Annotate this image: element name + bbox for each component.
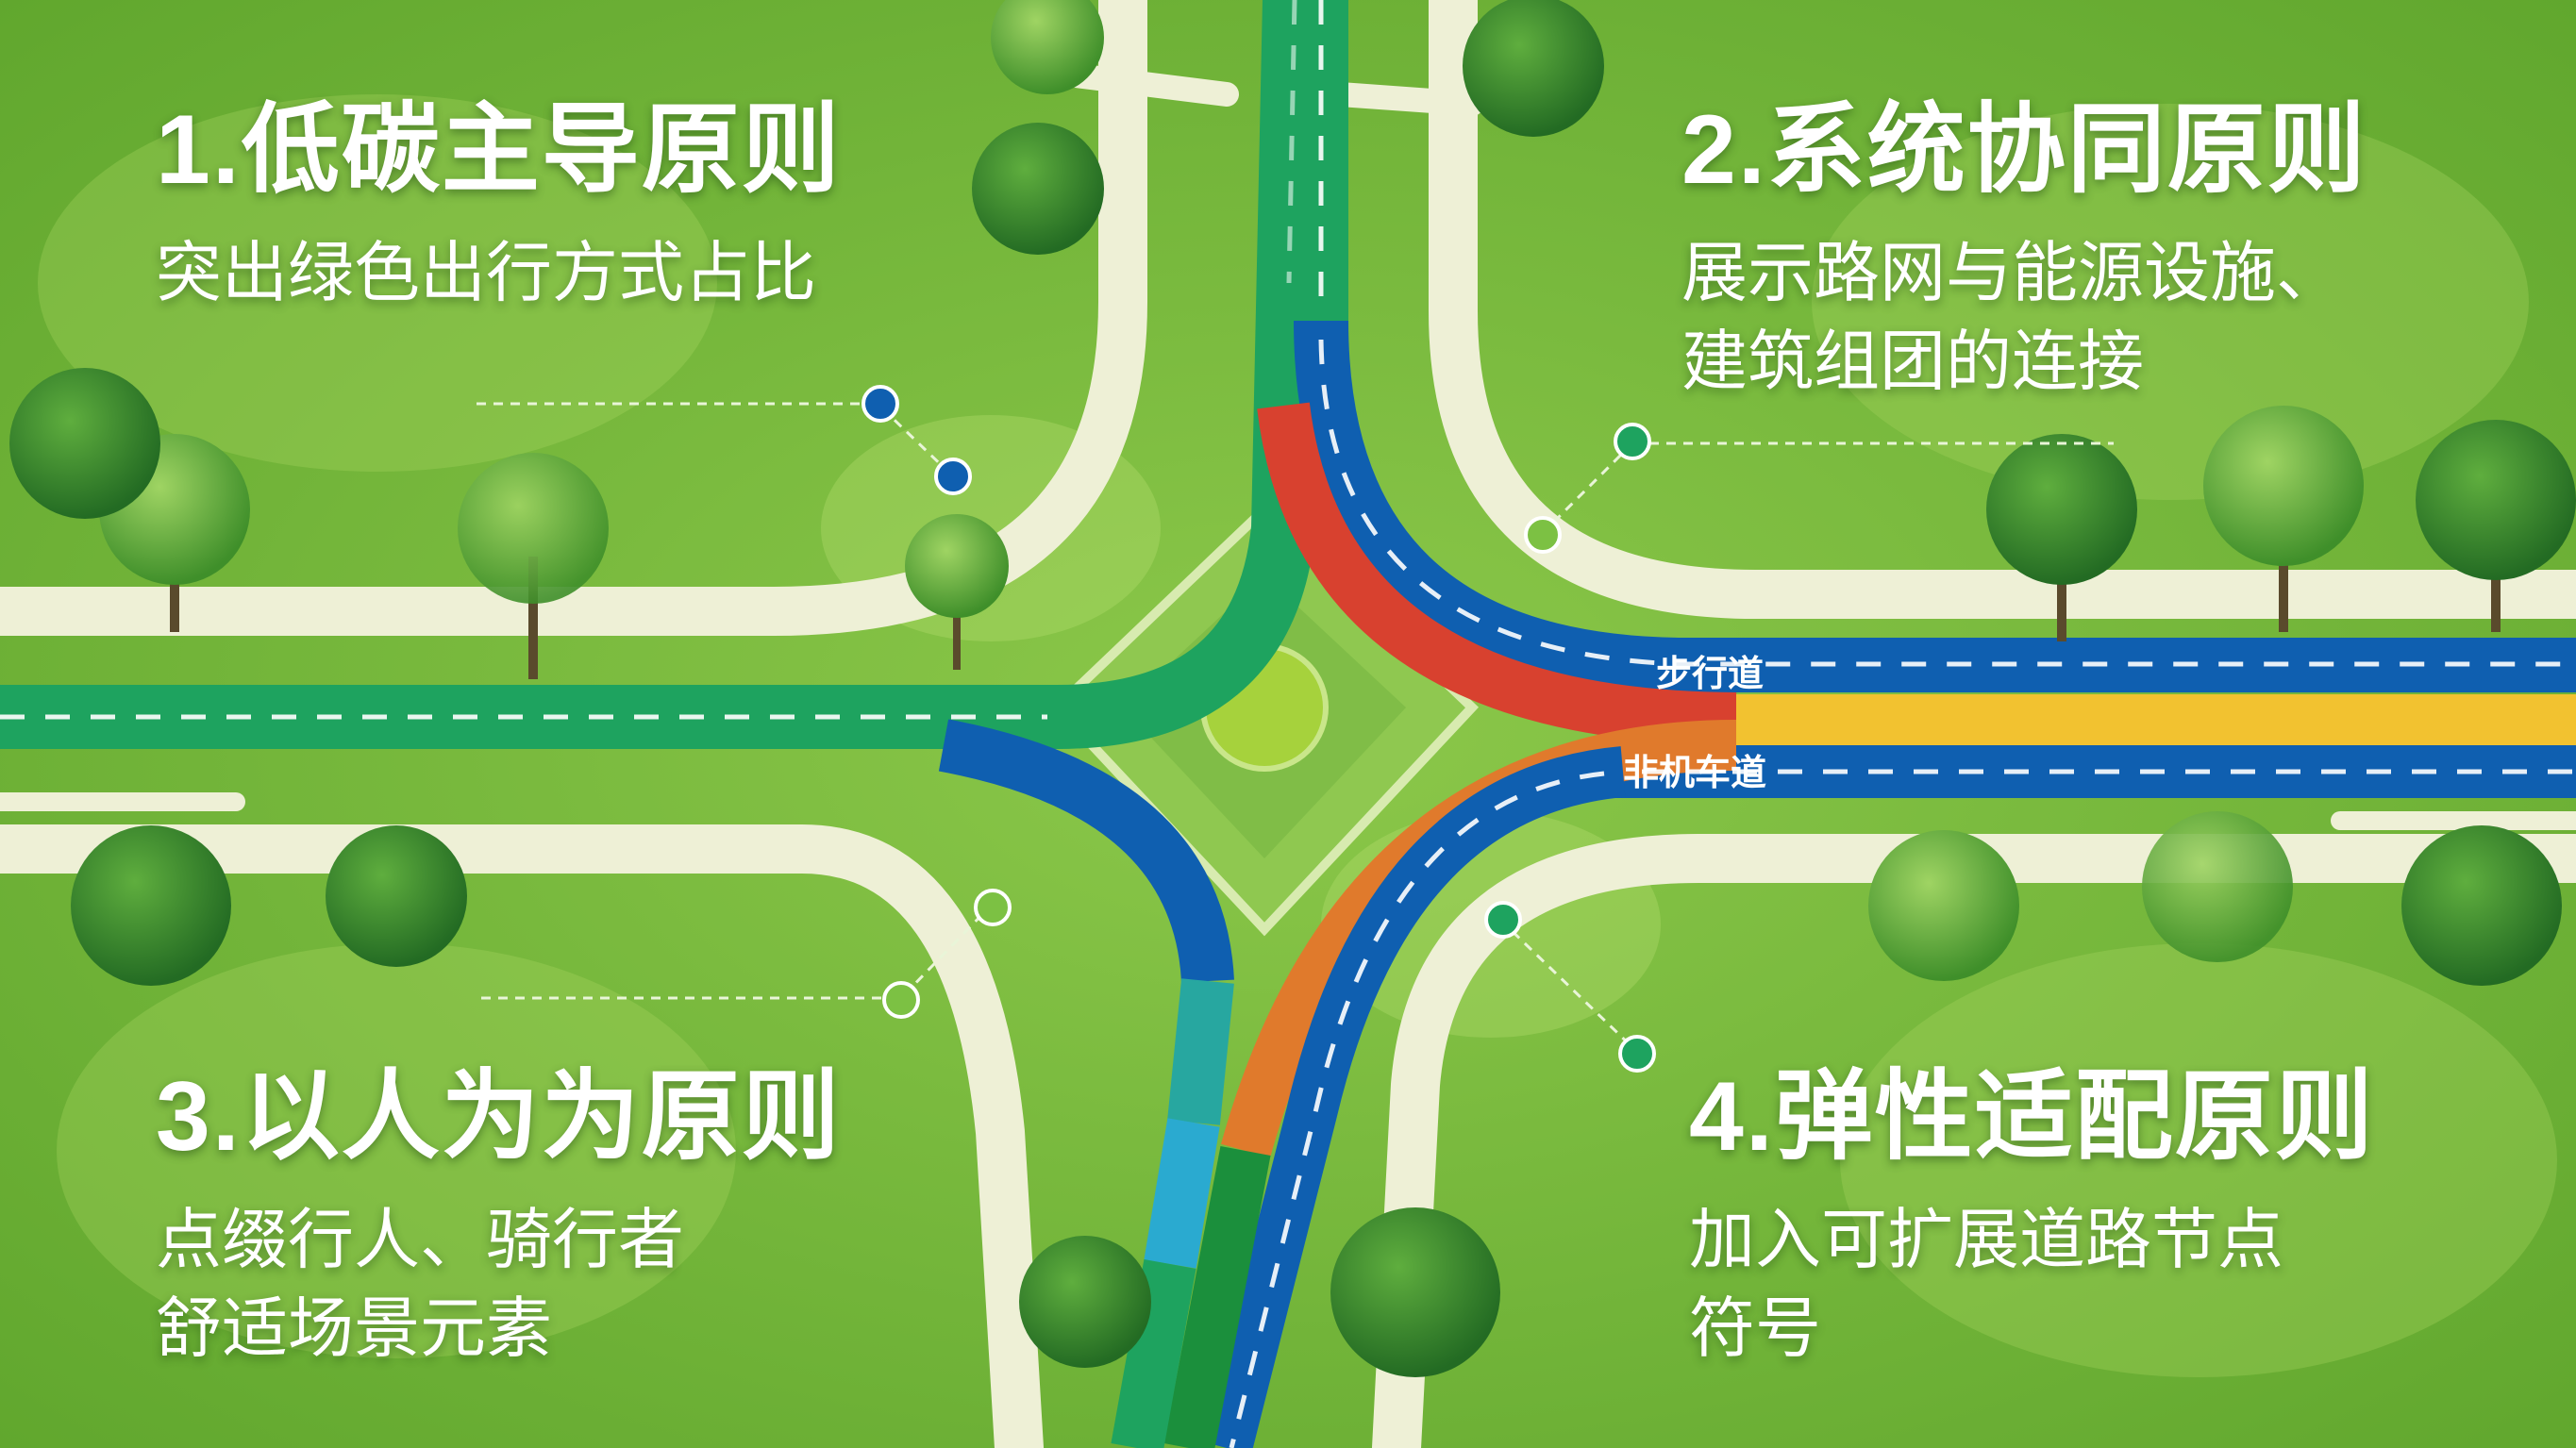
road-label-non-motor: 非机车道 (1623, 754, 1766, 793)
tree (991, 0, 1104, 94)
tree (458, 453, 609, 679)
principle-4: 4.弹性适配原则 加入可扩展道路节点 符号 (1689, 1061, 2375, 1373)
principle-1: 1.低碳主导原则 突出绿色出行方式占比 (156, 94, 842, 317)
tree (972, 123, 1104, 255)
callout-dot-4a (1484, 901, 1522, 939)
principle-2-desc-line: 展示路网与能源设施、 (1681, 235, 2342, 309)
lane-teal-south (1167, 978, 1234, 1125)
callout-dot-2b (1524, 516, 1562, 554)
tree (2416, 420, 2576, 632)
lane-darkgreen-south (1163, 1145, 1271, 1448)
tree (2142, 811, 2293, 962)
trees (9, 0, 2576, 1377)
lane-red-north-east (1257, 402, 1737, 745)
principle-4-title: 4.弹性适配原则 (1689, 1062, 2375, 1172)
callout-dot-1a (861, 385, 899, 423)
tree (71, 825, 231, 986)
lane-green-south (1111, 1259, 1196, 1448)
principle-3-title: 3.以人为为原则 (156, 1062, 842, 1172)
road-label-pedestrian: 步行道 (1656, 655, 1764, 694)
tree (1463, 0, 1604, 137)
callout-dots (861, 385, 1656, 1073)
callout-dot-3a (974, 889, 1012, 926)
principle-3: 3.以人为为原则 点缀行人、骑行者 舒适场景元素 (156, 1061, 842, 1373)
tree (2203, 406, 2364, 632)
lane-blue-north-east (1294, 320, 2576, 692)
principle-2: 2.系统协同原则 展示路网与能源设施、 建筑组团的连接 (1681, 94, 2367, 407)
principle-4-desc-line: 加入可扩展道路节点 (1689, 1202, 2283, 1276)
principle-3-desc: 点缀行人、骑行者 舒适场景元素 (156, 1195, 842, 1373)
tree (905, 514, 1009, 670)
tree (1986, 434, 2137, 641)
tree (1868, 830, 2019, 981)
lane-green-west-north (0, 0, 1327, 749)
tree (326, 825, 467, 967)
principle-1-desc-line: 突出绿色出行方式占比 (156, 235, 816, 309)
callout-connectors (477, 402, 2114, 1054)
principle-4-desc: 加入可扩展道路节点 符号 (1689, 1195, 2375, 1373)
callout-dot-1b (934, 458, 972, 495)
principle-4-desc-line: 符号 (1689, 1291, 1821, 1366)
grass-patches (38, 94, 2557, 1377)
tree (1019, 1236, 1151, 1368)
lane-cyan-south (1144, 1118, 1220, 1269)
callout-dot-3b (882, 981, 920, 1019)
principle-2-desc: 展示路网与能源设施、 建筑组团的连接 (1681, 228, 2367, 407)
principle-3-desc-line: 点缀行人、骑行者 (156, 1202, 684, 1276)
tree (1330, 1207, 1500, 1377)
lane-blue-west-south (938, 719, 1234, 983)
principle-2-title: 2.系统协同原则 (1681, 95, 2367, 205)
callout-dot-4b (1618, 1035, 1656, 1073)
callout-dot-2a (1614, 423, 1651, 460)
principle-2-desc-line: 建筑组团的连接 (1681, 325, 2144, 399)
principle-1-title: 1.低碳主导原则 (156, 95, 842, 205)
principle-3-desc-line: 舒适场景元素 (156, 1291, 552, 1366)
tree (2401, 825, 2562, 986)
tree (9, 368, 160, 519)
principle-1-desc: 突出绿色出行方式占比 (156, 228, 842, 318)
